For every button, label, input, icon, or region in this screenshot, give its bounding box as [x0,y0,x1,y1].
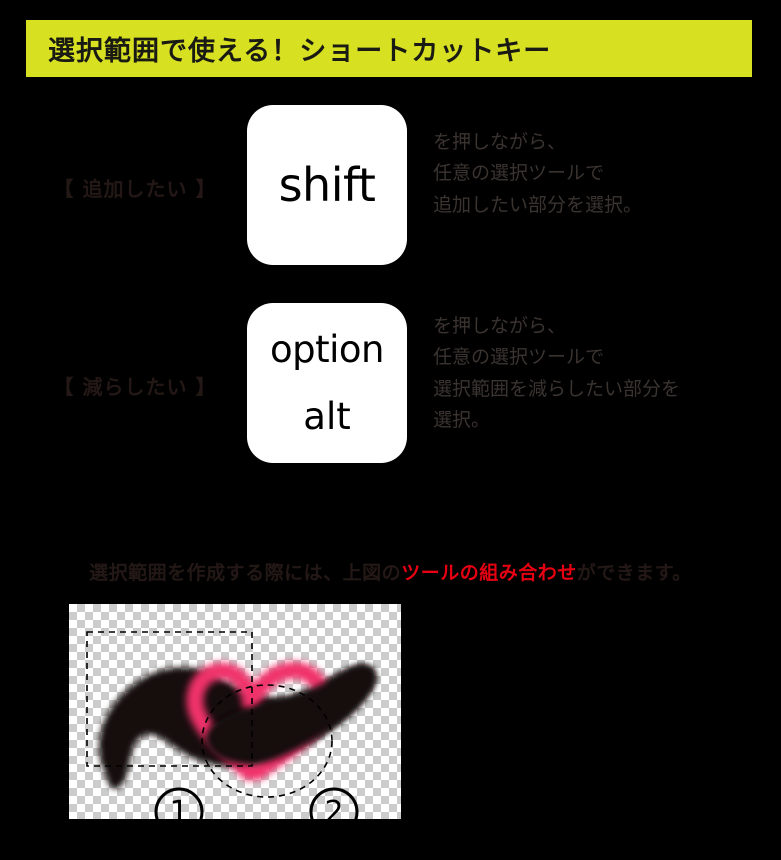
description-line: を押しながら、 [433,131,567,153]
key-cap-shift[interactable]: shift [247,105,407,265]
caption-before: 選択範囲を作成する際には、上図の [89,562,402,584]
caption-after: ができます。 [576,562,692,584]
key-cap-option-label: option [270,328,385,371]
description-line: 追加したい部分を選択。 [433,193,643,216]
description-line: 任意の選択ツールで [433,346,605,369]
row-description-add: を押しながら、 任意の選択ツールで 追加したい部分を選択。 [433,127,642,221]
shortcut-row-shift: 【 追加したい 】 shift を押しながら、 任意の選択ツールで 追加したい部… [0,105,781,265]
row-label-add: 【 追加したい 】 [53,177,217,201]
elliptical-selection-marquee [201,684,333,798]
description-line: 選択。 [433,409,491,432]
rectangular-selection-marquee [86,631,253,767]
marker-circle-1: 1 [154,787,204,819]
marker-label-2: 2 [324,795,343,819]
key-cap-option-alt[interactable]: option alt [247,303,407,463]
key-cap-alt-label: alt [303,395,351,438]
title-banner: 選択範囲で使える！ショートカットキー [26,20,752,77]
caption-highlight: ツールの組み合わせ [401,562,577,584]
description-line: 選択範囲を減らしたい部分を [433,377,681,400]
selection-example-svg: 1 2 [86,631,376,819]
description-line: を押しながら、 [433,315,567,337]
marker-circle-2: 2 [309,787,359,819]
key-cap-shift-label: shift [278,158,376,212]
selection-example-image: 1 2 [69,604,401,819]
bottom-caption: 選択範囲を作成する際には、上図のツールの組み合わせができます。 [0,558,781,585]
description-line: 任意の選択ツールで [433,162,605,185]
row-description-subtract: を押しながら、 任意の選択ツールで 選択範囲を減らしたい部分を 選択。 [433,311,680,436]
shortcut-row-option-alt: 【 減らしたい 】 option alt を押しながら、 任意の選択ツールで 選… [0,303,781,463]
marker-label-1: 1 [169,795,188,819]
row-label-subtract: 【 減らしたい 】 [53,375,217,399]
black-brush-stroke-overlap [205,665,376,765]
page-title: 選択範囲で使える！ショートカットキー [48,36,552,67]
